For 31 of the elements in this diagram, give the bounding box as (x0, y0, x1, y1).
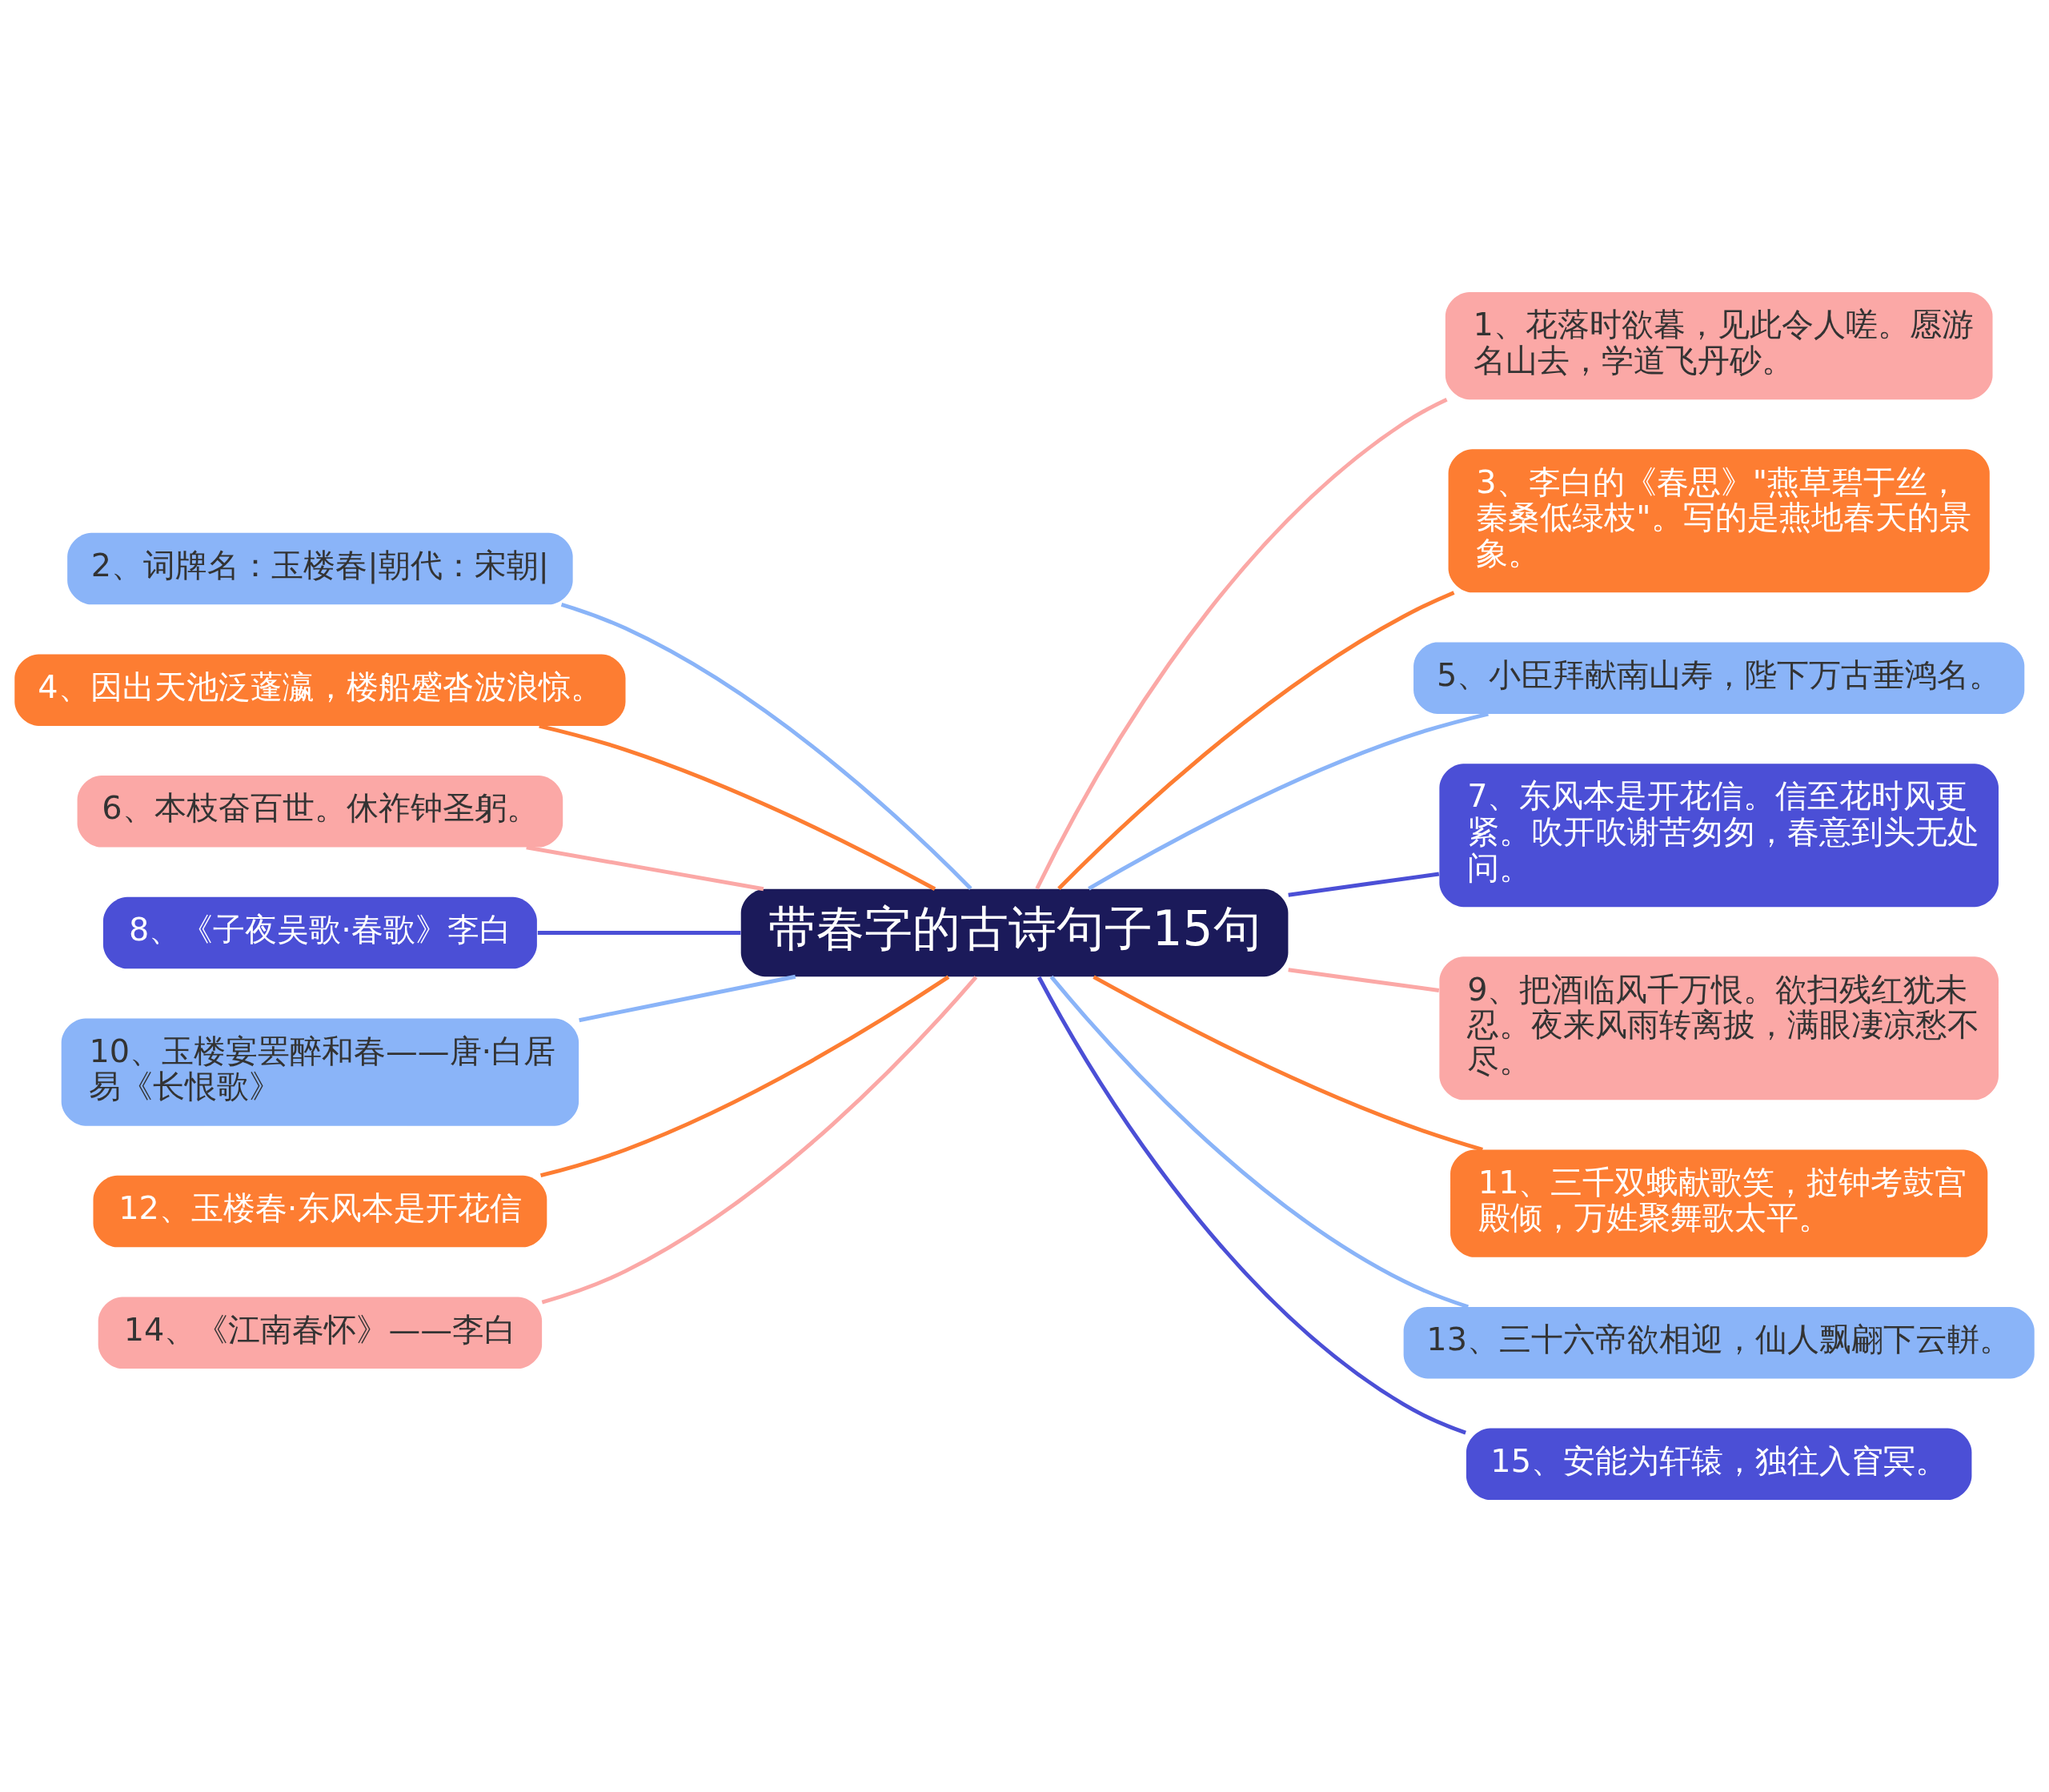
connector (579, 974, 796, 1023)
node-box: 3、李白的《春思》"燕草碧于丝，秦桑低绿枝"。写的是燕地春天的景象。 (1448, 449, 1990, 593)
connector (1049, 975, 1470, 1309)
connector (560, 603, 972, 890)
node-box: 5、小臣拜献南山寿，陛下万古垂鸿名。 (1413, 642, 2025, 714)
connector (526, 845, 764, 892)
connector (1035, 398, 1448, 890)
connector (541, 976, 978, 1305)
node-box: 10、玉楼宴罢醉和春——唐·白居易《长恨歌》 (61, 1018, 579, 1126)
node-box: 1、花落时欲暮，见此令人嗟。愿游名山去，学道飞丹砂。 (1445, 291, 1993, 400)
node-box: 2、词牌名：玉楼春|朝代：宋朝| (67, 532, 573, 605)
node-box: 带春字的古诗句子15句 (740, 888, 1289, 977)
node-box: 7、东风本是开花信。信至花时风更紧。吹开吹谢苦匆匆，春意到头无处问。 (1439, 764, 1999, 908)
node-box: 9、把酒临风千万恨。欲扫残红犹未忍。夜来风雨转离披，满眼凄凉愁不尽。 (1439, 956, 1999, 1100)
connector (1093, 975, 1483, 1152)
node-box: 4、因出天池泛蓬瀛，楼船蹙沓波浪惊。 (14, 654, 626, 726)
connector (1288, 968, 1440, 992)
connector (539, 975, 950, 1178)
node-box: 11、三千双蛾献歌笑，挝钟考鼓宫殿倾，万姓聚舞歌太平。 (1450, 1149, 1988, 1257)
connector (539, 724, 936, 891)
node-box: 6、本枝奋百世。休祚钟圣躬。 (77, 776, 563, 848)
connector (1057, 591, 1455, 890)
node-box: 12、玉楼春·东风本是开花信 (93, 1175, 547, 1248)
node-box: 14、《江南春怀》——李白 (98, 1297, 543, 1369)
connector (537, 931, 741, 935)
connector (1288, 872, 1440, 897)
connector (1037, 976, 1466, 1435)
node-box: 8、《子夜吴歌·春歌》李白 (102, 896, 537, 969)
node-box: 13、三十六帝欲相迎，仙人飘翩下云軿。 (1403, 1306, 2035, 1379)
node-box: 15、安能为轩辕，独往入窅冥。 (1466, 1428, 1972, 1501)
connector (1088, 712, 1489, 891)
